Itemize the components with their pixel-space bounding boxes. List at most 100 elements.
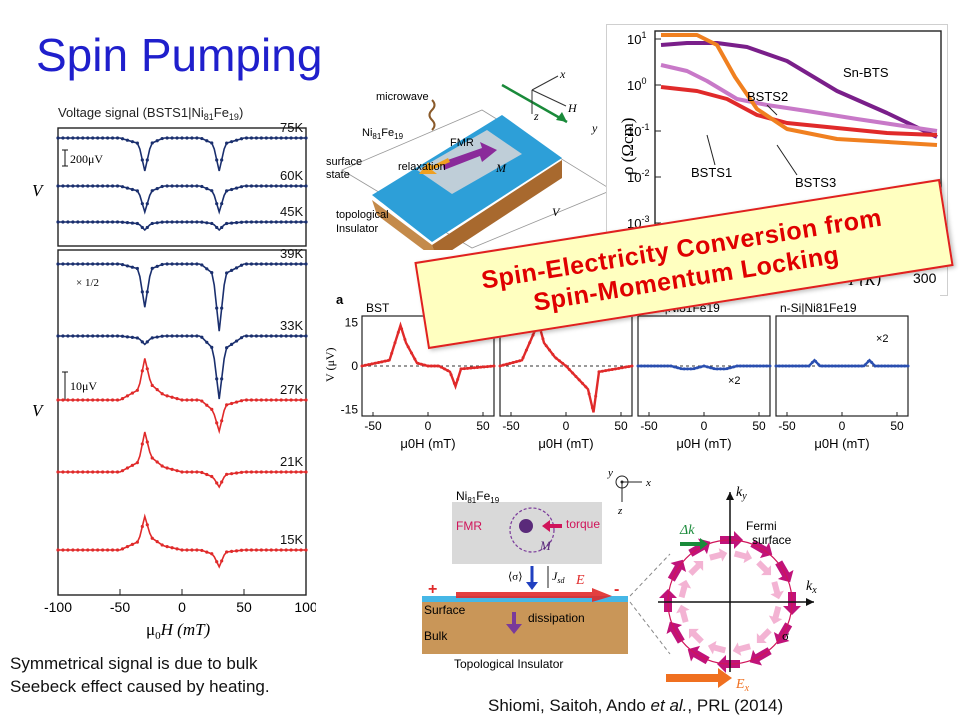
subplot-point — [373, 361, 377, 365]
temp-label-21K: 21K — [280, 454, 303, 469]
trace-point — [106, 220, 110, 224]
trace-point — [66, 136, 70, 140]
trace-point — [120, 397, 125, 401]
label-sn-bts: Sn-BTS — [843, 65, 889, 80]
subplot-point — [413, 357, 417, 361]
trace-point — [239, 470, 244, 474]
b-bulk: Bulk — [424, 629, 448, 643]
subplot-point — [774, 364, 778, 368]
panel-label-a: a — [336, 292, 344, 307]
trace-point — [150, 336, 154, 340]
subplot-point — [883, 364, 887, 368]
subplot-point — [643, 364, 647, 368]
trace-point — [220, 377, 224, 381]
trace-point — [244, 548, 249, 552]
trace-point — [220, 225, 224, 230]
trace-point — [244, 334, 249, 338]
magnet-ball — [519, 519, 533, 533]
subplot-point — [787, 364, 791, 368]
trace-point — [120, 137, 125, 141]
trace-point — [289, 470, 293, 474]
trace-point — [234, 400, 239, 404]
trace-point — [205, 221, 209, 225]
b-y: y — [607, 467, 613, 479]
x-tick-label: 100 — [294, 599, 316, 615]
trace-point — [200, 220, 204, 224]
trace-point — [135, 266, 139, 271]
precession-orbit — [509, 507, 555, 553]
trace-point — [66, 470, 70, 474]
trace-point — [274, 470, 278, 474]
trace-point — [101, 136, 105, 140]
subplot-point — [784, 364, 788, 368]
rho-line-Sn-BTS — [660, 41, 938, 139]
trace-point — [140, 158, 144, 162]
trace-point — [294, 398, 298, 402]
trace-point — [81, 398, 85, 402]
b-dk: Δk — [679, 523, 695, 538]
subplot-point — [840, 364, 844, 368]
label-y: y — [591, 121, 598, 135]
rho-line-BSTS2 — [660, 63, 938, 133]
trace-point — [225, 346, 229, 350]
subplot-point — [715, 367, 719, 371]
trace-point — [66, 334, 70, 338]
trace-point — [254, 470, 258, 474]
b-ky: ky — [736, 485, 747, 502]
svg-text:200μV: 200μV — [70, 152, 103, 166]
trace-point — [304, 334, 308, 338]
trace-point — [81, 470, 85, 474]
trace-point — [289, 136, 293, 140]
trace-point — [239, 548, 244, 552]
trace-point — [225, 221, 229, 226]
trace-point — [269, 184, 273, 188]
subplot-point — [476, 365, 479, 369]
trace-point — [299, 470, 303, 474]
bsts2-leader — [766, 104, 778, 116]
trace-point — [200, 136, 204, 141]
trace-point — [200, 263, 204, 267]
subplot-point — [712, 367, 716, 371]
b-m: M — [539, 538, 552, 553]
trace-point — [106, 334, 110, 338]
trace-point — [205, 267, 209, 271]
subplot-point — [745, 364, 749, 368]
trace-point — [91, 398, 95, 402]
subplot-point — [433, 364, 437, 368]
subplot-point — [758, 364, 762, 368]
trace-point — [269, 398, 273, 402]
trace-point — [294, 136, 298, 140]
trace-point — [145, 367, 149, 371]
trace-point — [145, 225, 149, 230]
subplot-point — [561, 361, 565, 365]
trace-point — [170, 184, 174, 188]
trace-point — [230, 549, 234, 553]
trace-point — [106, 262, 110, 266]
trace-point — [289, 262, 293, 266]
trace-point — [180, 220, 184, 224]
subplot-point — [492, 364, 496, 368]
subplot-point — [662, 364, 666, 368]
trace-point — [279, 334, 283, 338]
subplot-xtick-label: 50 — [476, 419, 490, 433]
trace-point — [125, 545, 130, 549]
trace-point — [170, 395, 174, 399]
trace-point — [125, 264, 130, 268]
bsts3-leader — [776, 144, 798, 176]
trace-point — [155, 388, 159, 392]
subplot-point — [689, 367, 693, 371]
label-v: V — [552, 205, 561, 219]
trace-point — [249, 470, 254, 474]
trace-point — [81, 184, 85, 188]
trace-point — [304, 220, 308, 224]
trace-point — [91, 548, 95, 552]
trace-point — [101, 184, 105, 188]
subplot-point — [873, 364, 877, 368]
subplot-point — [906, 364, 910, 368]
trace-point — [289, 334, 293, 338]
bsts1-leader — [706, 134, 716, 166]
trace-point — [230, 140, 234, 144]
trace-point — [254, 184, 258, 188]
trace-point — [254, 398, 258, 402]
